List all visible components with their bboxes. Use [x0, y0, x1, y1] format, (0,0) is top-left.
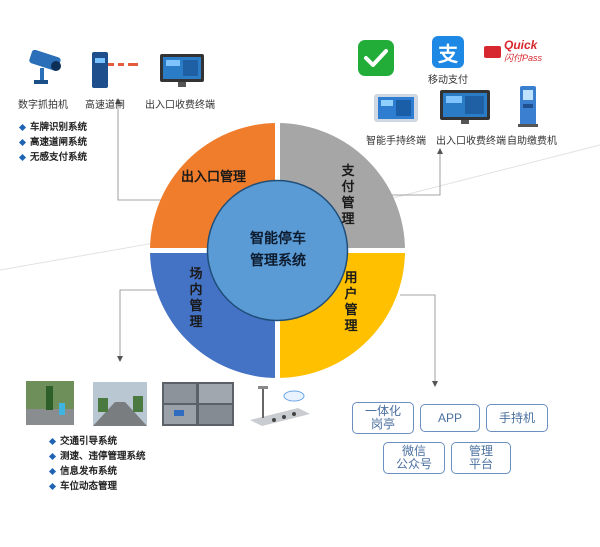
payment-char-1: 支: [341, 163, 355, 178]
monitoring-photo: [162, 382, 234, 426]
self-pay-kiosk-icon: [518, 86, 538, 127]
center-line-2: 管理系统: [250, 252, 306, 268]
payment-char-4: 理: [341, 211, 355, 226]
traffic-sensor-illustration: [250, 386, 310, 426]
barrier-gate-icon: [92, 52, 138, 88]
list-item: 车位动态管理: [48, 479, 146, 494]
payment-char-3: 管: [341, 195, 355, 210]
road-photo: [93, 382, 147, 426]
user-box-handheld: 手持机: [486, 404, 548, 432]
street-photo-1: [26, 381, 74, 425]
list-item: 测速、违停管理系统: [48, 449, 146, 464]
user-box-platform: 管理平台: [451, 442, 511, 474]
capture-camera-icon: [29, 50, 61, 84]
entrance-system-list: 车牌识别系统 高速道闸系统 无感支付系统: [18, 120, 87, 165]
center-line-1: 智能停车: [250, 230, 306, 246]
alipay-icon: 支: [432, 36, 464, 68]
field-char-3: 管: [189, 298, 203, 313]
user-char-3: 管: [344, 302, 358, 317]
user-box-wechat: 微信公众号: [383, 442, 445, 474]
list-item: 高速道闸系统: [18, 135, 87, 150]
list-item: 交通引导系统: [48, 434, 146, 449]
unionpay-icon: [484, 46, 501, 58]
user-char-1: 用: [344, 270, 358, 285]
user-char-2: 户: [344, 286, 358, 301]
list-item: 无感支付系统: [18, 150, 87, 165]
payment-char-2: 付: [341, 179, 355, 194]
field-label: 场 内 管 理: [188, 266, 204, 330]
user-box-app: APP: [420, 404, 480, 432]
exit-terminal-icon: [160, 54, 204, 87]
center-title: 智能停车 管理系统: [228, 227, 328, 271]
field-system-list: 交通引导系统 测速、违停管理系统 信息发布系统 车位动态管理: [48, 434, 146, 494]
device-label-camera: 数字抓拍机: [18, 100, 68, 111]
wechat-pay-icon: [358, 40, 394, 76]
field-char-4: 理: [189, 314, 203, 329]
device-label-terminal: 出入口收费终端: [145, 100, 215, 111]
mobile-pay-label: 移动支付: [428, 75, 468, 86]
entrance-label: 出入口管理: [181, 169, 247, 184]
user-label: 用 户 管 理: [343, 270, 359, 334]
exit-terminal-icon: [440, 90, 490, 124]
list-item: 信息发布系统: [48, 464, 146, 479]
handheld-terminal-icon: [374, 94, 418, 122]
user-char-4: 理: [344, 318, 358, 333]
list-item: 车牌识别系统: [18, 120, 87, 135]
field-char-1: 场: [189, 266, 203, 281]
device-label-handheld: 智能手持终端: [366, 136, 426, 147]
circle-diagram: [145, 118, 410, 383]
device-label-kiosk: 自助缴费机: [507, 136, 557, 147]
center-circle: [206, 179, 349, 322]
quickpass-logo: Quick 闪付Pass: [484, 38, 554, 64]
device-label-barrier: 高速道闸: [85, 100, 125, 111]
payment-label: 支 付 管 理: [340, 163, 356, 227]
user-box-booth: 一体化岗亭: [352, 402, 414, 434]
device-label-exit-terminal: 出入口收费终端: [436, 136, 506, 147]
field-char-2: 内: [189, 282, 203, 297]
